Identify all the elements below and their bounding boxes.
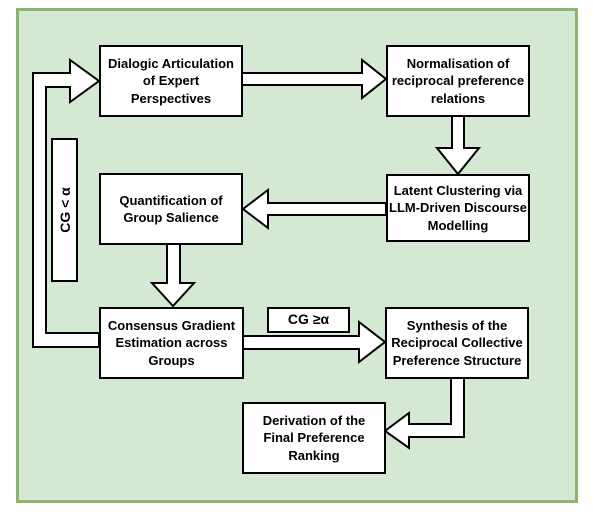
node-normalisation: Normalisation of reciprocal preference r… [386, 45, 530, 117]
condition-label-cg-less-than-alpha: CG < α [51, 138, 78, 282]
arrow-quantification-to-consensus [149, 243, 197, 308]
node-quantification-group-salience: Quantification of Group Salience [99, 173, 243, 245]
condition-label-cg-greater-equal-alpha: CG ≥α [267, 307, 350, 333]
arrow-dialogic-to-normalisation [240, 57, 388, 101]
arrow-consensus-to-synthesis [242, 319, 387, 365]
node-derivation-final-ranking: Derivation of the Final Preference Ranki… [242, 402, 386, 474]
node-latent-clustering: Latent Clustering via LLM-Driven Discour… [386, 174, 530, 242]
condition-label-cg-less-than-alpha-text: CG < α [56, 187, 73, 233]
arrow-normalisation-to-latent [434, 114, 482, 176]
arrow-synthesis-to-derivation [383, 377, 465, 450]
arrow-latent-to-quantification [241, 187, 387, 231]
arrow-feedback-loop-consensus-to-dialogic [32, 58, 101, 348]
node-dialogic-articulation: Dialogic Articulation of Expert Perspect… [99, 45, 243, 117]
node-consensus-gradient-estimation: Consensus Gradient Estimation across Gro… [99, 307, 244, 379]
node-synthesis-collective-preference: Synthesis of the Reciprocal Collective P… [385, 307, 529, 379]
